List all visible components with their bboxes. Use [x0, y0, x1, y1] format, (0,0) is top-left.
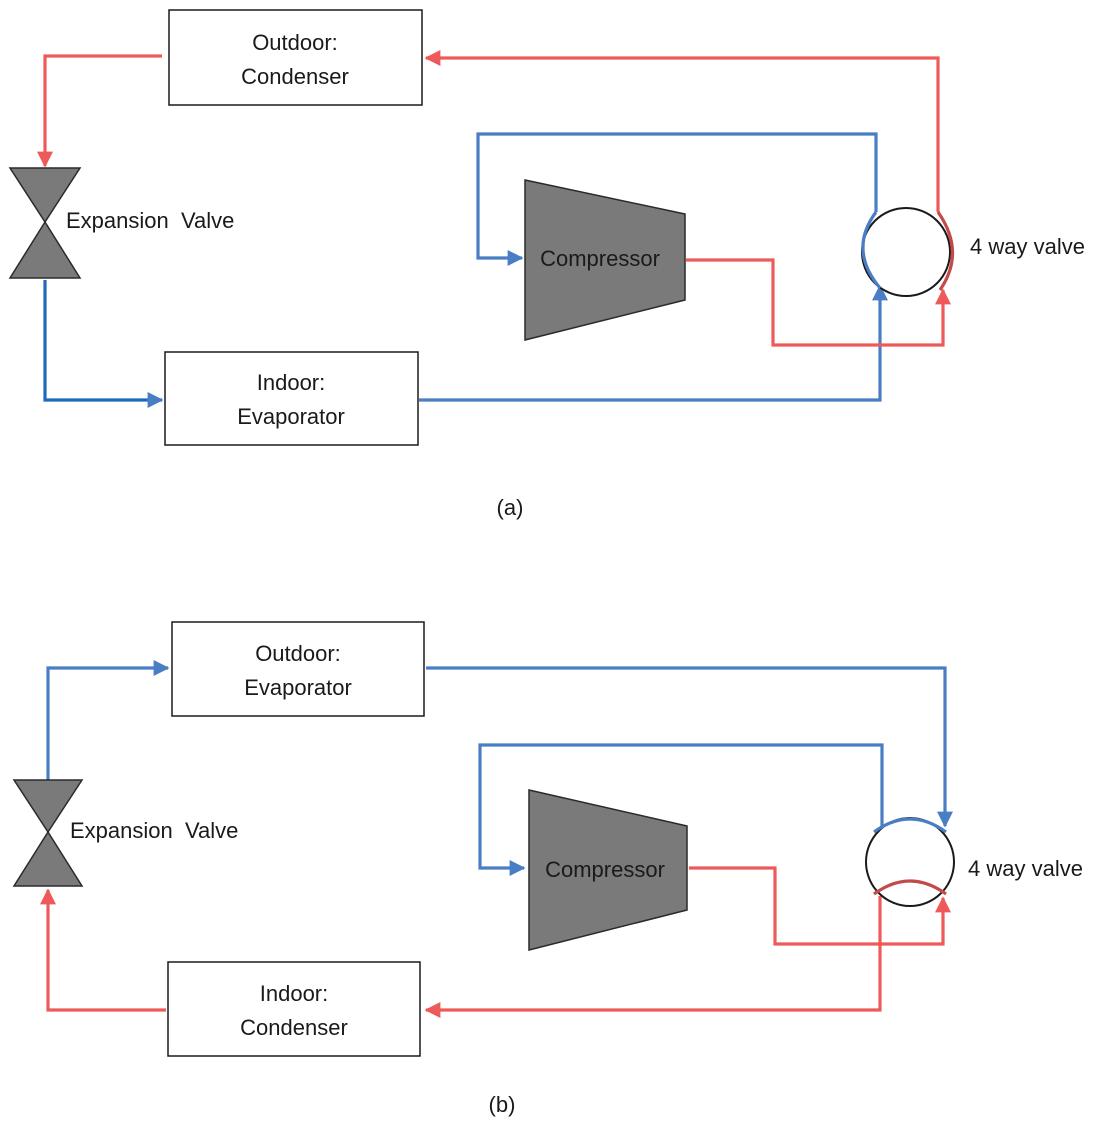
- four-way-valve-label-b: 4 way valve: [968, 856, 1083, 881]
- compressor-icon-a: [524, 179, 686, 341]
- pipe-b-compressor-to-valve: [689, 866, 951, 946]
- indoor-unit-box-b: [167, 961, 421, 1057]
- compressor-label-a: Compressor: [540, 246, 660, 271]
- panel-a: Outdoor: Condenser Indoor: Evaporator Ex…: [8, 9, 1085, 520]
- pipe-a-compressor-to-valve: [686, 258, 951, 347]
- expansion-valve-label-a: Expansion Valve: [66, 208, 234, 233]
- outdoor-unit-label-b-line1: Outdoor:: [255, 641, 341, 666]
- outdoor-unit-label-a-line2: Condenser: [241, 64, 349, 89]
- outdoor-unit-box-b: [171, 621, 425, 717]
- four-way-valve-label-a: 4 way valve: [970, 234, 1085, 259]
- compressor-label-b: Compressor: [545, 857, 665, 882]
- pipe-a-outdoor-to-expansion: [37, 54, 162, 168]
- pipe-b-indoor-to-expansion: [40, 888, 166, 1012]
- caption-a: (a): [497, 495, 524, 520]
- caption-b: (b): [489, 1092, 516, 1117]
- panel-b: Outdoor: Evaporator Indoor: Condenser Ex…: [12, 621, 1083, 1117]
- pipe-b-outdoor-to-valve: [426, 666, 953, 828]
- indoor-unit-box-a: [164, 351, 419, 446]
- pipe-a-valve-to-outdoor: [424, 50, 940, 212]
- four-way-valve-icon-b: [865, 817, 955, 907]
- indoor-unit-label-b-line2: Condenser: [240, 1015, 348, 1040]
- pipe-b-expansion-to-outdoor: [46, 660, 170, 780]
- pipe-b-valve-to-indoor: [424, 896, 882, 1018]
- four-way-valve-icon-a: [861, 207, 955, 297]
- pipe-a-expansion-to-indoor: [43, 280, 164, 408]
- outdoor-unit-label-b-line2: Evaporator: [244, 675, 352, 700]
- pipe-a-indoor-to-valve: [419, 284, 888, 402]
- expansion-valve-label-b: Expansion Valve: [70, 818, 238, 843]
- outdoor-unit-label-a-line1: Outdoor:: [252, 30, 338, 55]
- pipe-b-valve-to-compressor: [478, 743, 884, 876]
- compressor-icon-b: [528, 789, 688, 951]
- indoor-unit-label-b-line1: Indoor:: [260, 981, 329, 1006]
- expansion-valve-icon-a: [8, 167, 82, 279]
- expansion-valve-icon-b: [12, 779, 84, 887]
- indoor-unit-label-a-line1: Indoor:: [257, 370, 326, 395]
- pipe-a-valve-to-compressor: [476, 132, 878, 266]
- outdoor-unit-box-a: [168, 9, 423, 106]
- indoor-unit-label-a-line2: Evaporator: [237, 404, 345, 429]
